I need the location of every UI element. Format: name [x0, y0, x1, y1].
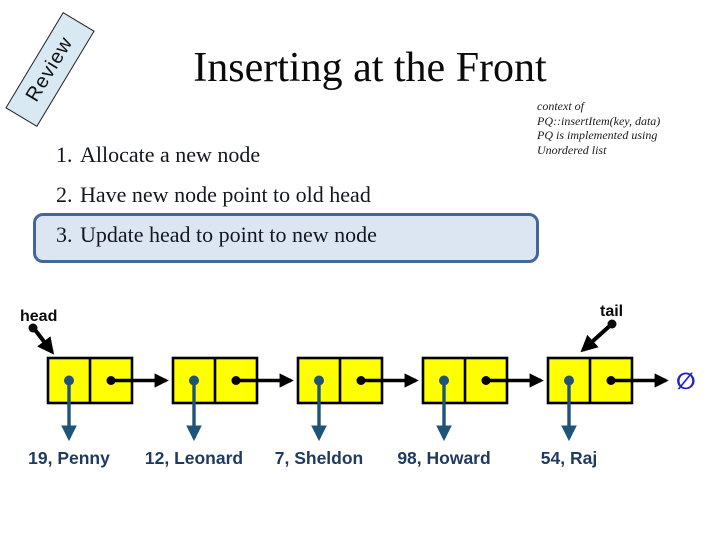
- step-text: Update head to point to new node: [80, 222, 377, 247]
- null-symbol: ∅: [676, 369, 696, 395]
- step-item-2: 2. Have new node point to old head: [33, 182, 533, 208]
- step-number: 2.: [56, 182, 73, 207]
- list-node-2: 12, Leonard: [145, 356, 294, 468]
- data-pointer-dot: [439, 375, 449, 386]
- node-data-label: 54, Raj: [541, 448, 597, 468]
- tail-pointer-dot: [607, 319, 617, 329]
- slide-title: Inserting at the Front: [193, 45, 547, 91]
- list-node-3: 7, Sheldon: [275, 356, 419, 468]
- data-pointer-dot: [64, 375, 74, 386]
- step-3-highlight-box: [33, 213, 539, 263]
- head-label: head: [20, 308, 57, 325]
- step-number: 1.: [56, 142, 73, 167]
- tail-label: tail: [600, 303, 623, 320]
- list-node-4: 98, Howard: [397, 356, 544, 468]
- node-data-label: 98, Howard: [397, 448, 490, 468]
- list-node-5: 54, Raj: [541, 356, 669, 468]
- tail-pointer-arrow: [580, 325, 611, 353]
- data-pointer-dot: [189, 375, 199, 386]
- step-number: 3.: [56, 222, 73, 247]
- step-item-3: 3. Update head to point to new node: [33, 222, 533, 248]
- data-pointer-dot: [564, 375, 574, 386]
- data-pointer-dot: [314, 375, 324, 386]
- step-item-1: 1. Allocate a new node: [33, 142, 533, 168]
- linked-list-diagram: head tail 19, Penny 12, Leonard 7, Sheld…: [20, 303, 696, 468]
- node-data-label: 12, Leonard: [145, 448, 243, 468]
- step-text: Allocate a new node: [80, 142, 261, 167]
- step-text: Have new node point to old head: [80, 182, 371, 207]
- node-data-label: 19, Penny: [28, 448, 110, 468]
- list-node-1: 19, Penny: [28, 356, 169, 468]
- head-pointer-arrow: [33, 329, 55, 355]
- context-note: context of PQ::insertItem(key, data) PQ …: [537, 99, 661, 157]
- node-data-label: 7, Sheldon: [275, 448, 363, 468]
- head-pointer-dot: [28, 323, 38, 333]
